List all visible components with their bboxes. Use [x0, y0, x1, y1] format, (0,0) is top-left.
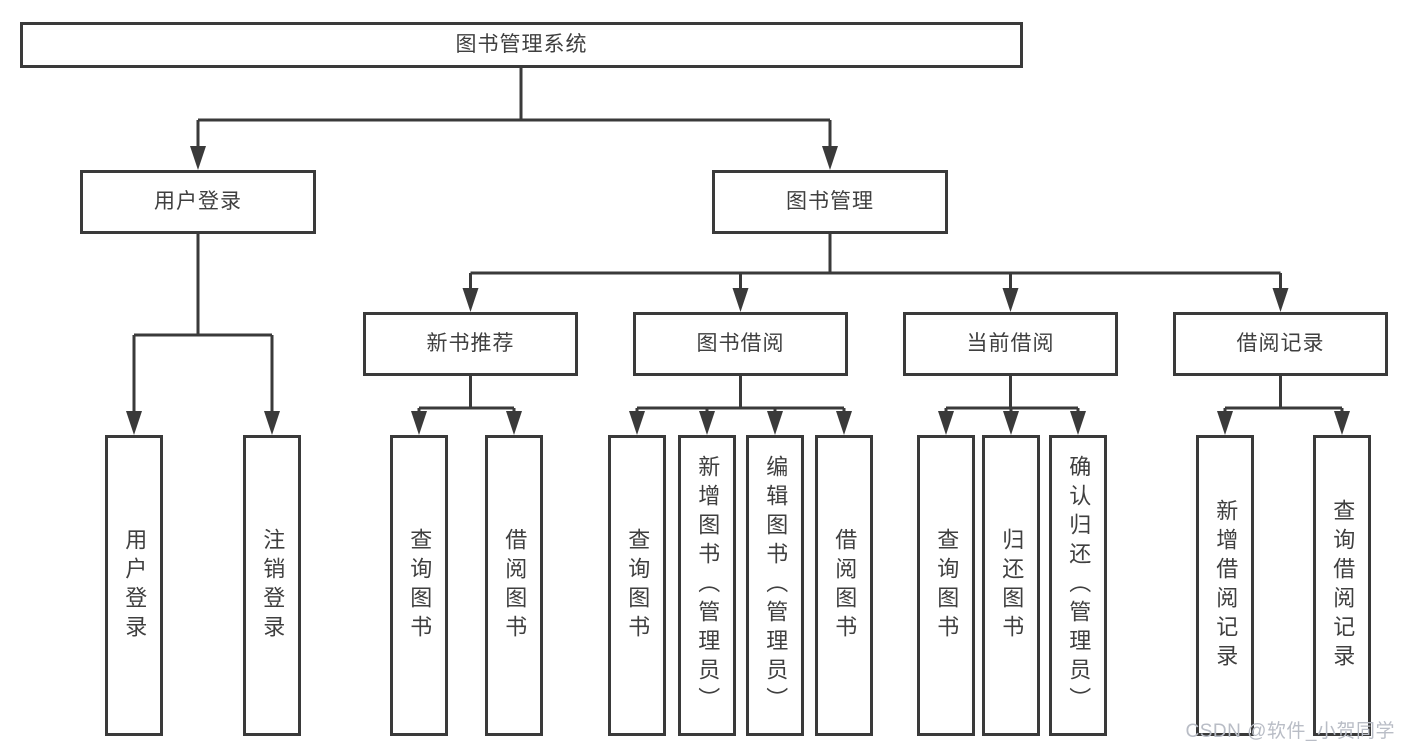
arrow-icon [938, 411, 954, 435]
leaf-edit-book-admin: 编辑图书（管理员） [746, 435, 804, 736]
connector-borrow-records-to-leaves [1223, 376, 1344, 411]
arrow-icon [264, 411, 280, 435]
arrow-icon [836, 411, 852, 435]
leaf-confirm-return-admin: 确认归还（管理员） [1049, 435, 1107, 736]
arrow-icon [767, 411, 783, 435]
arrow-icon [1070, 411, 1086, 435]
connector-book-borrow-to-leaves [635, 376, 846, 411]
leaf-borrow-books: 借阅图书 [815, 435, 873, 736]
connector-root-to-level2 [196, 68, 832, 146]
leaf-query-borrow-record: 查询借阅记录 [1313, 435, 1371, 736]
node-root: 图书管理系统 [20, 22, 1023, 68]
leaf-borrow-books-recommend: 借阅图书 [485, 435, 543, 736]
arrow-icon [699, 411, 715, 435]
node-user-login: 用户登录 [80, 170, 316, 234]
arrow-icon [190, 146, 206, 170]
connector-current-borrow-to-leaves [944, 376, 1080, 411]
arrow-icon [411, 411, 427, 435]
arrowheads [126, 146, 1350, 435]
csdn-watermark: CSDN @软件_小贺同学 [1185, 721, 1395, 742]
connector-new-book-to-leaves [417, 376, 516, 411]
node-book-borrow: 图书借阅 [633, 312, 848, 376]
arrow-icon [506, 411, 522, 435]
leaf-return-book: 归还图书 [982, 435, 1040, 736]
connector-user-login-to-leaves [132, 234, 274, 411]
connector-book-management-to-level3 [469, 233, 1282, 288]
arrow-icon [1217, 411, 1233, 435]
node-book-management: 图书管理 [712, 170, 948, 234]
node-borrow-records: 借阅记录 [1173, 312, 1388, 376]
node-new-book-recommend: 新书推荐 [363, 312, 578, 376]
arrow-icon [629, 411, 645, 435]
arrow-icon [1272, 288, 1289, 312]
arrow-icon [126, 411, 142, 435]
leaf-query-books-borrow: 查询图书 [608, 435, 666, 736]
arrow-icon [1334, 411, 1350, 435]
leaf-add-book-admin: 新增图书（管理员） [678, 435, 736, 736]
arrow-icon [1002, 288, 1019, 312]
leaf-user-login: 用户登录 [105, 435, 163, 736]
arrow-icon [462, 288, 479, 312]
arrow-icon [732, 288, 749, 312]
leaf-query-books-current: 查询图书 [917, 435, 975, 736]
node-current-borrow: 当前借阅 [903, 312, 1118, 376]
leaf-query-books-recommend: 查询图书 [390, 435, 448, 736]
arrow-icon [1003, 411, 1019, 435]
leaf-logout: 注销登录 [243, 435, 301, 736]
arrow-icon [822, 146, 838, 170]
leaf-add-borrow-record: 新增借阅记录 [1196, 435, 1254, 736]
